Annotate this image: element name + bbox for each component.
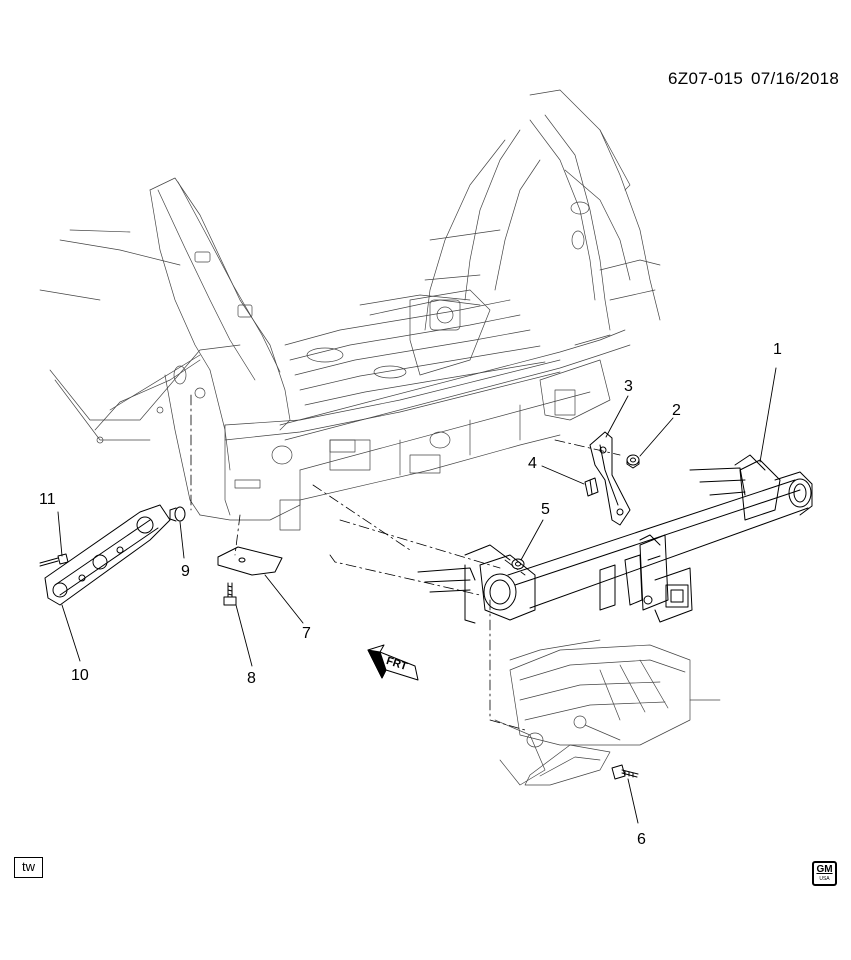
callout-11: 11: [39, 491, 56, 508]
callout-4: 4: [528, 455, 537, 472]
vehicle-body-outline: [39, 89, 661, 531]
gm-logo-sub: USA: [819, 876, 830, 882]
part-4-clip: [584, 477, 599, 497]
callout-2: 2: [672, 402, 681, 419]
callout-1: 1: [773, 341, 782, 358]
part-7-plate: [217, 546, 283, 576]
tw-badge: tw: [14, 857, 43, 878]
diagram-date: 07/16/2018: [751, 69, 840, 88]
part-1-hitch-receiver: [417, 454, 813, 624]
callout-10: 10: [71, 667, 89, 684]
callout-6: 6: [637, 831, 646, 848]
part-6-bolt: [611, 764, 639, 780]
callout-3: 3: [624, 378, 633, 395]
front-arrow-icon: [367, 644, 419, 681]
part-2-nut: [626, 454, 640, 469]
alignment-leaders: [190, 394, 621, 731]
diagram-id: 6Z07-015: [668, 69, 744, 88]
part-9-spacer: [169, 506, 186, 522]
part-5-nut: [511, 558, 525, 570]
part-3-bracket: [589, 431, 631, 526]
exhaust-muffler: [494, 639, 721, 786]
callout-leaders: [57, 367, 777, 824]
gm-logo: GM USA: [812, 861, 837, 886]
callout-7: 7: [302, 625, 311, 642]
part-10-support-bracket: [44, 504, 171, 606]
part-11-screw: [39, 553, 69, 567]
part-8-bolt: [223, 582, 237, 606]
gm-logo-letters: GM: [816, 864, 833, 875]
callout-5: 5: [541, 501, 550, 518]
callout-8: 8: [247, 670, 256, 687]
callout-9: 9: [181, 563, 190, 580]
